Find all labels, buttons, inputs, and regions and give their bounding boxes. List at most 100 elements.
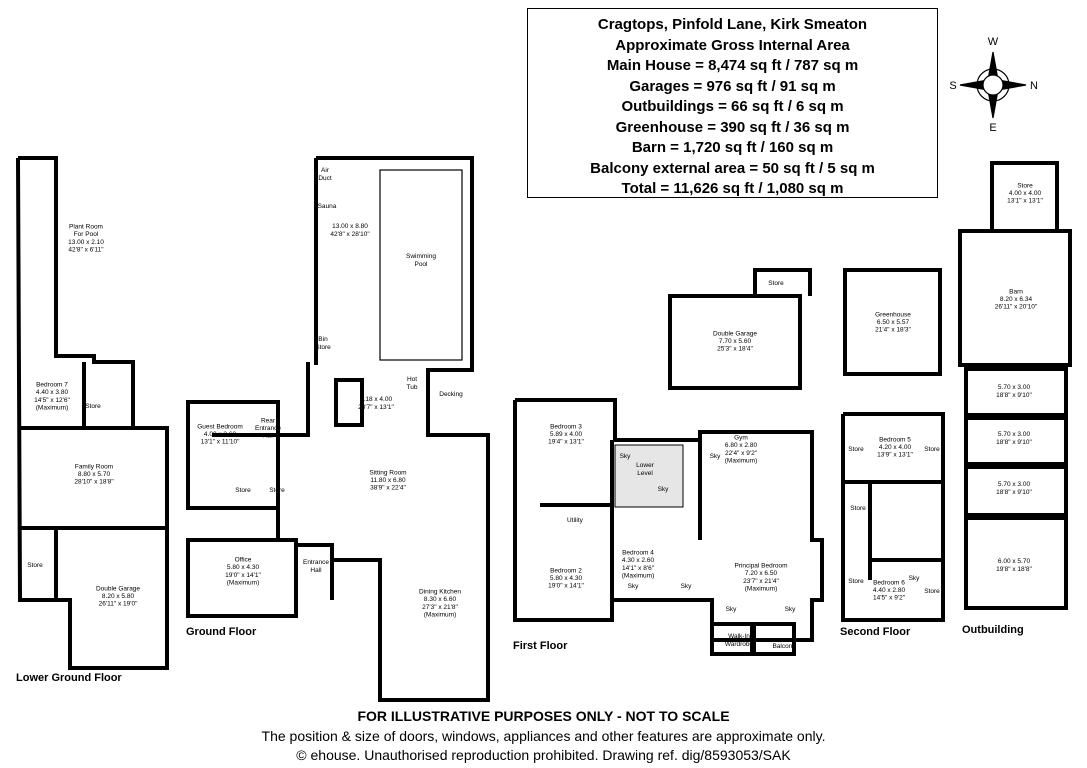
room-label-line: 13'1" x 13'1" [1007,198,1043,205]
room-label-line: 19'4" x 13'1" [548,439,584,446]
room-label-line: Bedroom 4 [622,550,654,557]
room-label-sky-2: Sky [658,486,670,493]
room-label-gf-store-1: Store [235,487,251,494]
room-label-line: 6.80 x 2.80 [725,442,758,449]
room-label-line: 4.30 x 2.60 [622,557,655,564]
area-balcony: Balcony external area = 50 sq ft / 5 sq … [590,159,875,177]
floor-label-second: Second Floor [840,626,911,638]
room-label-line: Office [235,557,252,564]
area-barn: Barn = 1,720 sq ft / 160 sq m [631,139,834,156]
room-label-line: Bedroom 2 [550,567,582,574]
disclaimer-line-1: The position & size of doors, windows, a… [261,728,826,744]
room-label-line: 18'8" x 9'10" [996,439,1032,446]
room-label-line: Balcony [772,643,796,650]
room-label-line: 21'4" x 18'3" [875,327,911,334]
room-label-line: (Maximum) [622,572,655,579]
room-label-line: Duct [318,175,332,182]
room-label-line: Hall [310,567,322,574]
area-subtitle: Approximate Gross Internal Area [615,36,850,54]
room-label-line: 13'9" x 13'1" [877,452,913,459]
room-label-sky-1: Sky [620,453,632,460]
room-label-line: 42'8" x 6'11" [68,246,104,253]
area-garages: Garages = 976 sq ft / 91 sq m [629,77,836,95]
room-label-line: Hot [407,376,417,383]
room-label-line: Double Garage [96,585,140,592]
room-label-line: (Maximum) [725,457,758,464]
room-label-balcony: Balcony [772,643,796,650]
room-label-line: Store [768,280,784,287]
room-label-line: Store [315,344,331,351]
room-label-sf-store-5: Store [924,588,940,595]
room-label-line: 5.70 x 3.00 [998,431,1031,438]
room-label-line: 26'11" x 19'0" [99,601,138,608]
room-label-line: Store [269,487,285,494]
room-label-line: 5.70 x 3.00 [998,384,1031,391]
room-label-line: (Maximum) [36,404,69,411]
room-label-garage-store: Store [768,280,784,287]
room-label-line: Entrance [303,559,329,566]
room-label-lg-store-1: Store [85,403,101,410]
room-label-line: Barn [1009,288,1023,295]
room-label-line: Swimming [406,253,436,260]
room-label-line: 28'10" x 18'8" [74,479,114,486]
room-label-line: Store [848,446,864,453]
room-label-line: Sky [620,453,632,460]
room-label-line: Sitting Room [369,469,406,476]
room-label-line: 38'9" x 22'4" [370,485,406,492]
room-label-gf-store-2: Store [269,487,285,494]
room-label-line: Sky [710,453,722,460]
room-label-line: 19'0" x 14'1" [225,572,261,579]
room-label-line: 7.20 x 6.50 [745,570,778,577]
room-label-line: Sauna [318,203,337,210]
room-label-line: 4.00 x 4.00 [1009,190,1042,197]
ground-floor-walls [186,156,490,702]
room-label-line: 23'7" x 21'4" [743,578,779,585]
room-label-decking: Decking [439,391,463,398]
room-label-line: Store [850,505,866,512]
compass-east-label: E [989,122,996,134]
room-label-sf-store-3: Store [850,505,866,512]
room-label-line: Bedroom 7 [36,382,68,389]
room-label-utility: Utility [567,517,584,524]
room-label-sky-5: Sky [681,583,693,590]
room-label-line: 11.80 x 6.80 [370,477,406,484]
room-label-line: 18'8" x 9'10" [996,489,1032,496]
room-label-sf-store-1: Store [848,446,864,453]
lower-ground-floor-walls [16,156,169,670]
second-floor-walls [841,412,945,622]
room-label-line: 27'3" x 21'8" [422,604,458,611]
room-label-line: 5.70 x 3.00 [998,481,1031,488]
compass-south-label: S [949,80,956,92]
room-label-line: Bedroom 6 [873,579,905,586]
room-label-line: 4.20 x 4.00 [879,444,912,451]
room-label-line: 4.40 x 3.80 [36,389,69,396]
room-label-line: (Maximum) [424,611,457,618]
room-label-line: 22'4" x 9'2" [725,450,758,457]
floor-label-first: First Floor [513,640,568,652]
room-label-line: For Pool [74,231,99,238]
first-floor-walls [513,398,824,656]
room-label-line: 13.00 x 8.80 [332,223,368,230]
room-label-line: 6.50 x 5.57 [877,319,910,326]
disclaimer-line-2: © ehouse. Unauthorised reproduction proh… [296,747,791,763]
room-label-line: Guest Bedroom [197,423,243,430]
room-label-line: 4.40 x 2.80 [873,587,906,594]
room-label-line: Bin [318,336,328,343]
outbuilding-walls [958,161,1072,610]
greenhouse-walls [843,268,942,376]
room-label-line: Sky [681,583,693,590]
room-label-line: Bedroom 3 [550,423,582,430]
